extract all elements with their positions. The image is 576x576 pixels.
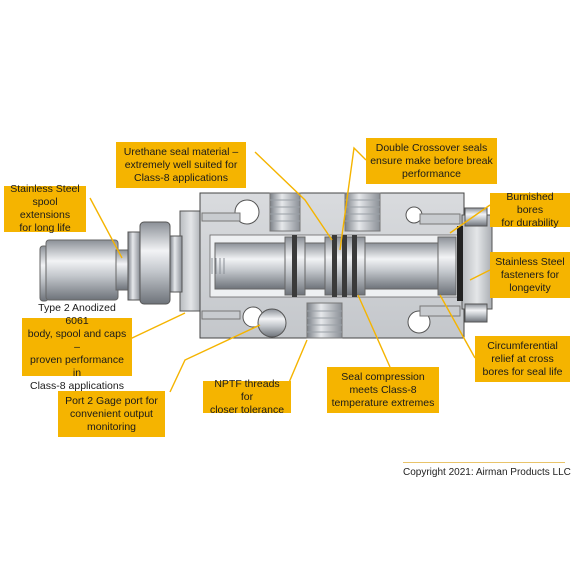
spool bbox=[211, 235, 457, 297]
callout-anodized-body: Type 2 Anodized 6061 body, spool and cap… bbox=[22, 302, 132, 392]
callout-urethane-seal: Urethane seal material – extremely well … bbox=[116, 142, 246, 188]
callout-burnished-bores: Burnished bores for durability bbox=[490, 191, 570, 229]
copyright-divider bbox=[403, 462, 565, 463]
callout-gage-port: Port 2 Gage port for convenient output m… bbox=[58, 391, 165, 437]
gage-port-plug bbox=[257, 308, 287, 338]
callout-circumferential-relief: Circumferential relief at cross bores fo… bbox=[475, 336, 570, 382]
spool-extension bbox=[39, 221, 183, 305]
left-end-cap bbox=[179, 210, 203, 312]
top-ports bbox=[269, 192, 381, 232]
leader-lines bbox=[89, 146, 491, 393]
right-end-cap bbox=[457, 214, 493, 310]
callout-nptf-threads: NPTF threads for closer tolerance bbox=[203, 378, 291, 416]
callout-stainless-spool: Stainless Steel spool extensions for lon… bbox=[4, 183, 86, 234]
fastener-screws bbox=[201, 207, 488, 323]
copyright-text: Copyright 2021: Airman Products LLC bbox=[403, 467, 571, 478]
callout-stainless-fasteners: Stainless Steel fasteners for longevity bbox=[490, 252, 570, 298]
callout-seal-compression: Seal compression meets Class-8 temperatu… bbox=[327, 367, 439, 413]
bottom-port bbox=[306, 302, 343, 339]
callout-double-crossover: Double Crossover seals ensure make befor… bbox=[366, 138, 497, 184]
